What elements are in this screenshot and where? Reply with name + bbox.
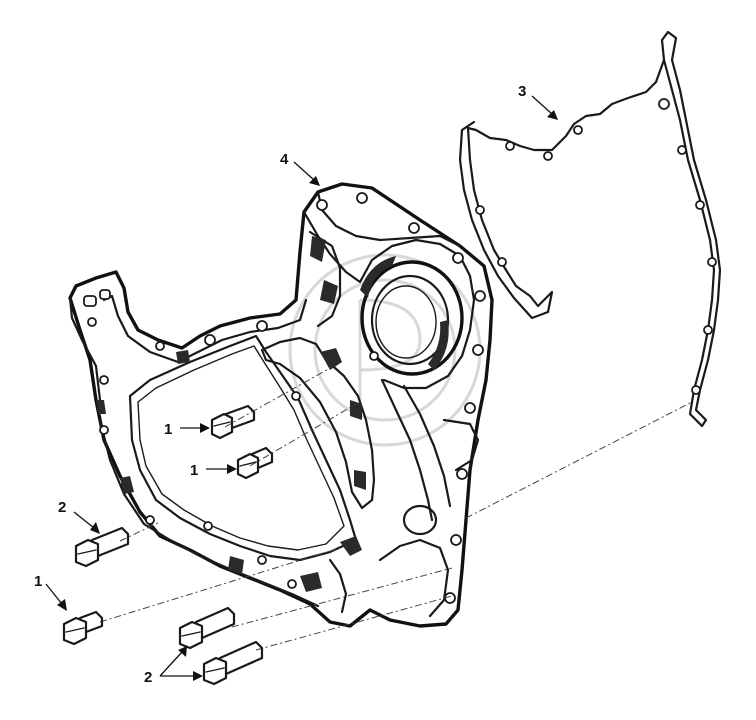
callout-2-lower: 2 [144,669,152,686]
bolt-part-1-upper [210,404,256,440]
bolt-part-2-left [74,526,130,568]
callout-4: 4 [280,151,289,168]
bolt-part-1-middle [236,446,274,480]
callout-2-left: 2 [58,499,66,516]
bolt-part-2-lower-b [202,640,264,686]
gear-housing-part-4 [68,182,494,628]
assembly-center-lines [99,366,693,651]
bolt-part-1-lower [62,610,104,646]
gasket-part-3 [458,30,722,428]
callout-leaders [45,95,558,681]
callout-3: 3 [518,83,526,100]
callout-1-lower: 1 [34,573,42,590]
bolt-part-2-lower-a [178,606,236,650]
callout-1-upper: 1 [164,421,172,438]
callout-1-middle: 1 [190,462,198,479]
